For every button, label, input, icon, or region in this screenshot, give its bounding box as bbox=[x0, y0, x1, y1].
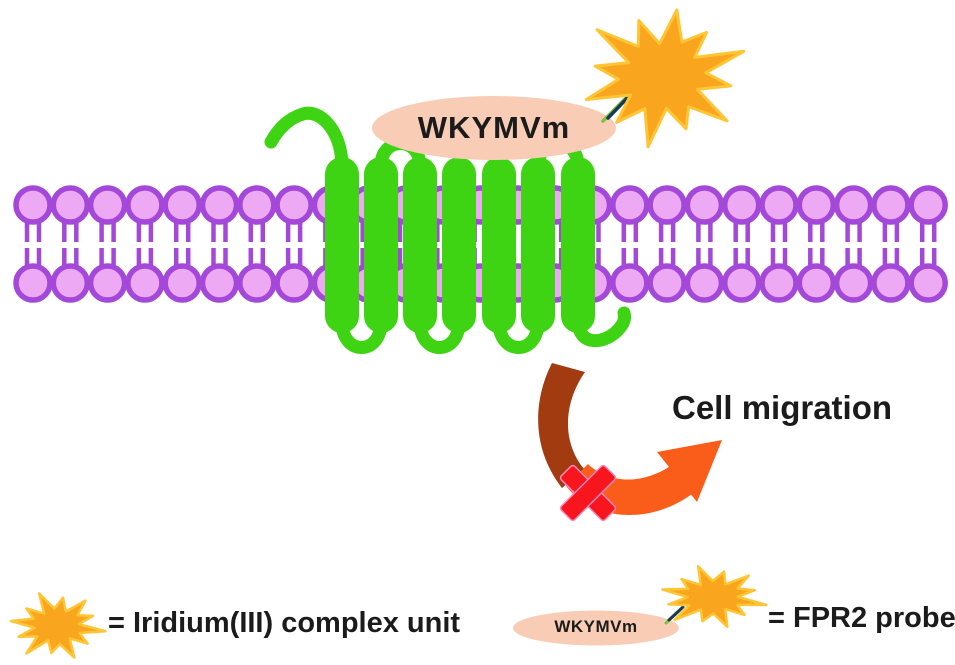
n-terminus bbox=[264, 106, 349, 170]
membrane-graphic bbox=[13, 185, 948, 303]
legend-fpr2-probe-icon bbox=[513, 564, 768, 646]
iridium-starburst-icon bbox=[584, 8, 746, 149]
peptide-label: WKYMVm bbox=[417, 110, 571, 145]
blocked-arrow bbox=[538, 363, 722, 522]
c-terminus bbox=[571, 306, 632, 348]
legend-iridium-starburst-icon bbox=[9, 592, 107, 659]
peptide-oval bbox=[372, 96, 616, 160]
receptor-helices bbox=[325, 157, 595, 333]
legend-iridium-text: = Iridium(III) complex unit bbox=[108, 607, 461, 639]
legend-fpr2-text: = FPR2 probe bbox=[768, 602, 955, 634]
legend-connector-dark-line bbox=[667, 605, 685, 622]
blocked-x-icon bbox=[559, 464, 617, 522]
cell-migration-label: Cell migration bbox=[672, 389, 893, 426]
legend-peptide-oval bbox=[513, 610, 679, 646]
legend-fpr2-starburst-icon bbox=[661, 564, 768, 629]
arrow-orange-head bbox=[657, 440, 722, 502]
legend-peptide-label: WKYMVm bbox=[554, 617, 638, 636]
arrow-brown-segment bbox=[538, 363, 585, 488]
